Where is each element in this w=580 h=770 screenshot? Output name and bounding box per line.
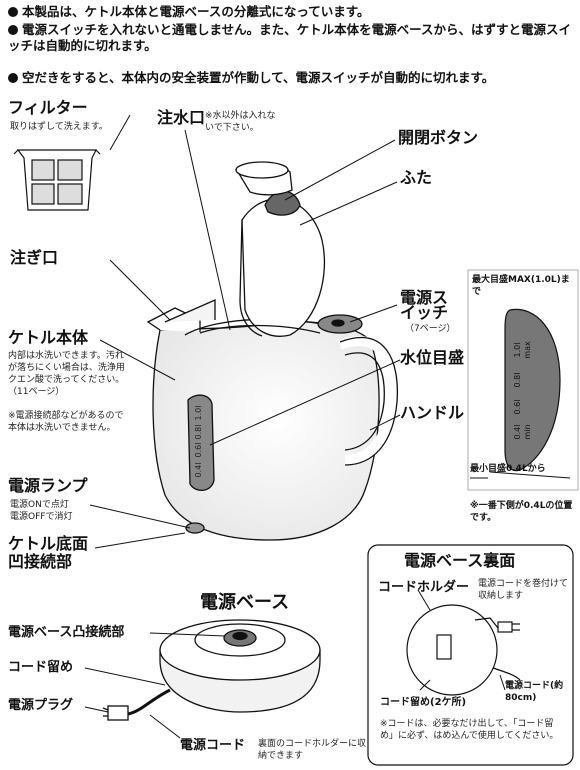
note-power-switch: 電源スイッチを入れないと通電しません。また、ケトル本体を電源ベースから、はずすと… — [8, 22, 572, 53]
filter-note: 取りはずして洗えます。 — [10, 122, 108, 132]
open-button-label: 開閉ボタン — [398, 128, 479, 147]
bullet-icon — [8, 73, 18, 83]
note-separable: 本製品は、ケトル本体と電源ベースの分離式になっています。 — [8, 4, 573, 20]
svg-text:0.4l: 0.4l — [194, 463, 203, 478]
kettle-body-note: 内部は水洗いできます。汚れが落ちにくい場合は、洗浄用クエン酸で洗ってください。（… — [8, 351, 125, 397]
kettle-body-warning: ※電源接続部などがあるので本体は水洗いできません。 — [8, 411, 124, 433]
lid-label: ふた — [400, 168, 433, 187]
power-switch-label: 電源スイッチ — [400, 288, 449, 322]
base-convex-label: 電源ベース凸接続部 — [8, 625, 125, 640]
leader-lines — [84, 114, 506, 739]
bullet-icon — [8, 7, 18, 17]
svg-text:1.0l: 1.0l — [194, 406, 203, 421]
power-base-title: 電源ベース — [200, 592, 290, 613]
gauge-detail-illustration — [467, 269, 579, 491]
cord-clip-label: コード留め — [8, 660, 74, 675]
gauge-mark-1: 1.0l — [513, 343, 522, 358]
gauge-max-label: 最大目盛MAX(1.0L)まで — [472, 275, 570, 297]
filter-illustration — [13, 149, 101, 211]
power-cord-note: 裏面のコードホルダーに収納できます — [258, 739, 367, 761]
power-lamp-note-off: 電源OFFで消灯 — [10, 512, 73, 522]
filter-label: フィルター — [8, 98, 88, 117]
cord-clip-two-label: コード留め(2ケ所) — [380, 697, 467, 708]
base-back-note: ※コードは、必要なだけ出して、「コード留め」に必ず、はめ込んで使用してください。 — [380, 719, 559, 741]
handle-label: ハンドル — [400, 403, 465, 422]
fill-port-label: 注水口 — [157, 108, 206, 127]
power-lamp-label: 電源ランプ — [8, 476, 88, 495]
svg-text:0.6l: 0.6l — [194, 443, 203, 458]
gauge-mark-2: 0.8l — [513, 373, 522, 388]
power-plug-label: 電源プラグ — [8, 698, 74, 713]
kettle-illustration — [146, 161, 399, 541]
kettle-body-label: ケトル本体 — [8, 328, 89, 347]
bottom-concave-label: ケトル底面凹接続部 — [8, 534, 89, 571]
svg-text:0.8l: 0.8l — [194, 425, 203, 440]
cord-length-label: 電源コード(約80cm) — [505, 681, 564, 703]
gauge-min-label: 最小目盛0.4Lから — [470, 464, 546, 474]
gauge-mark-4: 0.4l — [513, 425, 522, 440]
gauge-mark-4-sub: min — [523, 424, 532, 439]
base-back-title: 電源ベース裏面 — [404, 551, 516, 570]
kettle-gauge-marks: 1.0l 0.8l 0.6l 0.4l — [194, 406, 203, 478]
note-dry-boil: 空だきをすると、本体内の安全装置が作動して、電源スイッチが自動的に切れます。 — [8, 70, 573, 86]
base-back-illustration — [406, 604, 521, 696]
cord-holder-label: コードホルダー — [378, 580, 470, 595]
cord-holder-note: 電源コードを巻付けて収納します — [478, 579, 569, 601]
spout-label: 注ぎ口 — [10, 248, 59, 267]
gauge-mark-1-sub: max — [523, 341, 532, 359]
power-base-illustration — [102, 619, 321, 721]
gauge-mark-3: 0.6l — [513, 400, 522, 415]
power-switch-note: （7ページ） — [405, 324, 456, 334]
gauge-detail-note: ※一番下側が0.4Lの位置です。 — [470, 501, 573, 523]
fill-port-note: ※水以外は入れないで下さい。 — [205, 111, 276, 133]
bullet-icon — [8, 25, 18, 35]
gauge-detail-marks: 1.0l 0.8l 0.6l 0.4l max min — [513, 341, 532, 440]
power-cord-label: 電源コード — [180, 738, 246, 753]
power-lamp-note-on: 電源ONで点灯 — [10, 500, 69, 510]
water-gauge-label: 水位目盛 — [400, 348, 465, 367]
